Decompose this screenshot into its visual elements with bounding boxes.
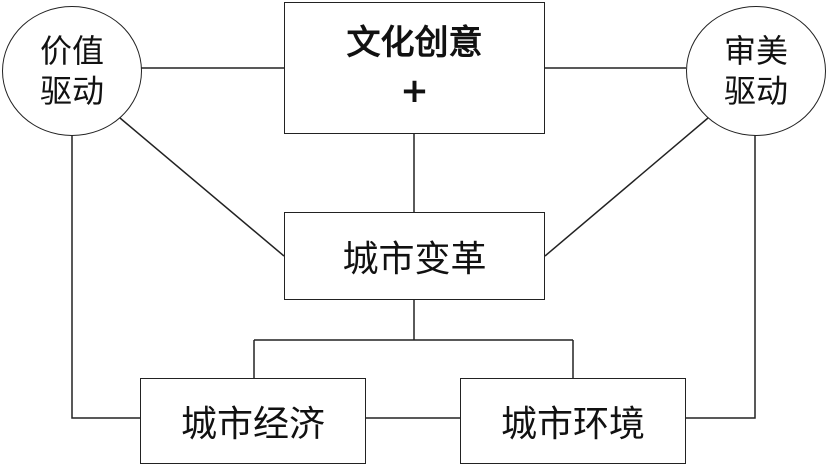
node-value-driven-line1: 价值 (39, 32, 104, 70)
edge-left-circle-bottom-left (71, 134, 140, 419)
node-urban-economy-label: 城市经济 (180, 404, 325, 445)
node-plus-sign: + (400, 71, 429, 111)
node-aesthetic-driven-line1: 审美 (723, 32, 788, 70)
node-urban-transformation: 城市变革 (284, 212, 545, 300)
node-urban-transformation-label: 城市变革 (342, 239, 487, 280)
node-cultural-creativity-label: 文化创意 (346, 23, 483, 64)
edge-left-circle-center (119, 117, 285, 257)
node-cultural-creativity: 文化创意 + (284, 2, 545, 134)
edge-right-circle-center (544, 117, 709, 257)
node-urban-environment-label: 城市环境 (500, 404, 645, 445)
node-aesthetic-driven-line2: 驱动 (723, 72, 788, 110)
node-value-driven-line2: 驱动 (39, 72, 104, 110)
edge-right-circle-bottom-right (686, 134, 756, 419)
node-urban-environment: 城市环境 (460, 378, 686, 464)
node-aesthetic-driven: 审美 驱动 (686, 6, 826, 136)
node-value-driven: 价值 驱动 (2, 6, 142, 136)
node-urban-economy: 城市经济 (140, 378, 366, 464)
